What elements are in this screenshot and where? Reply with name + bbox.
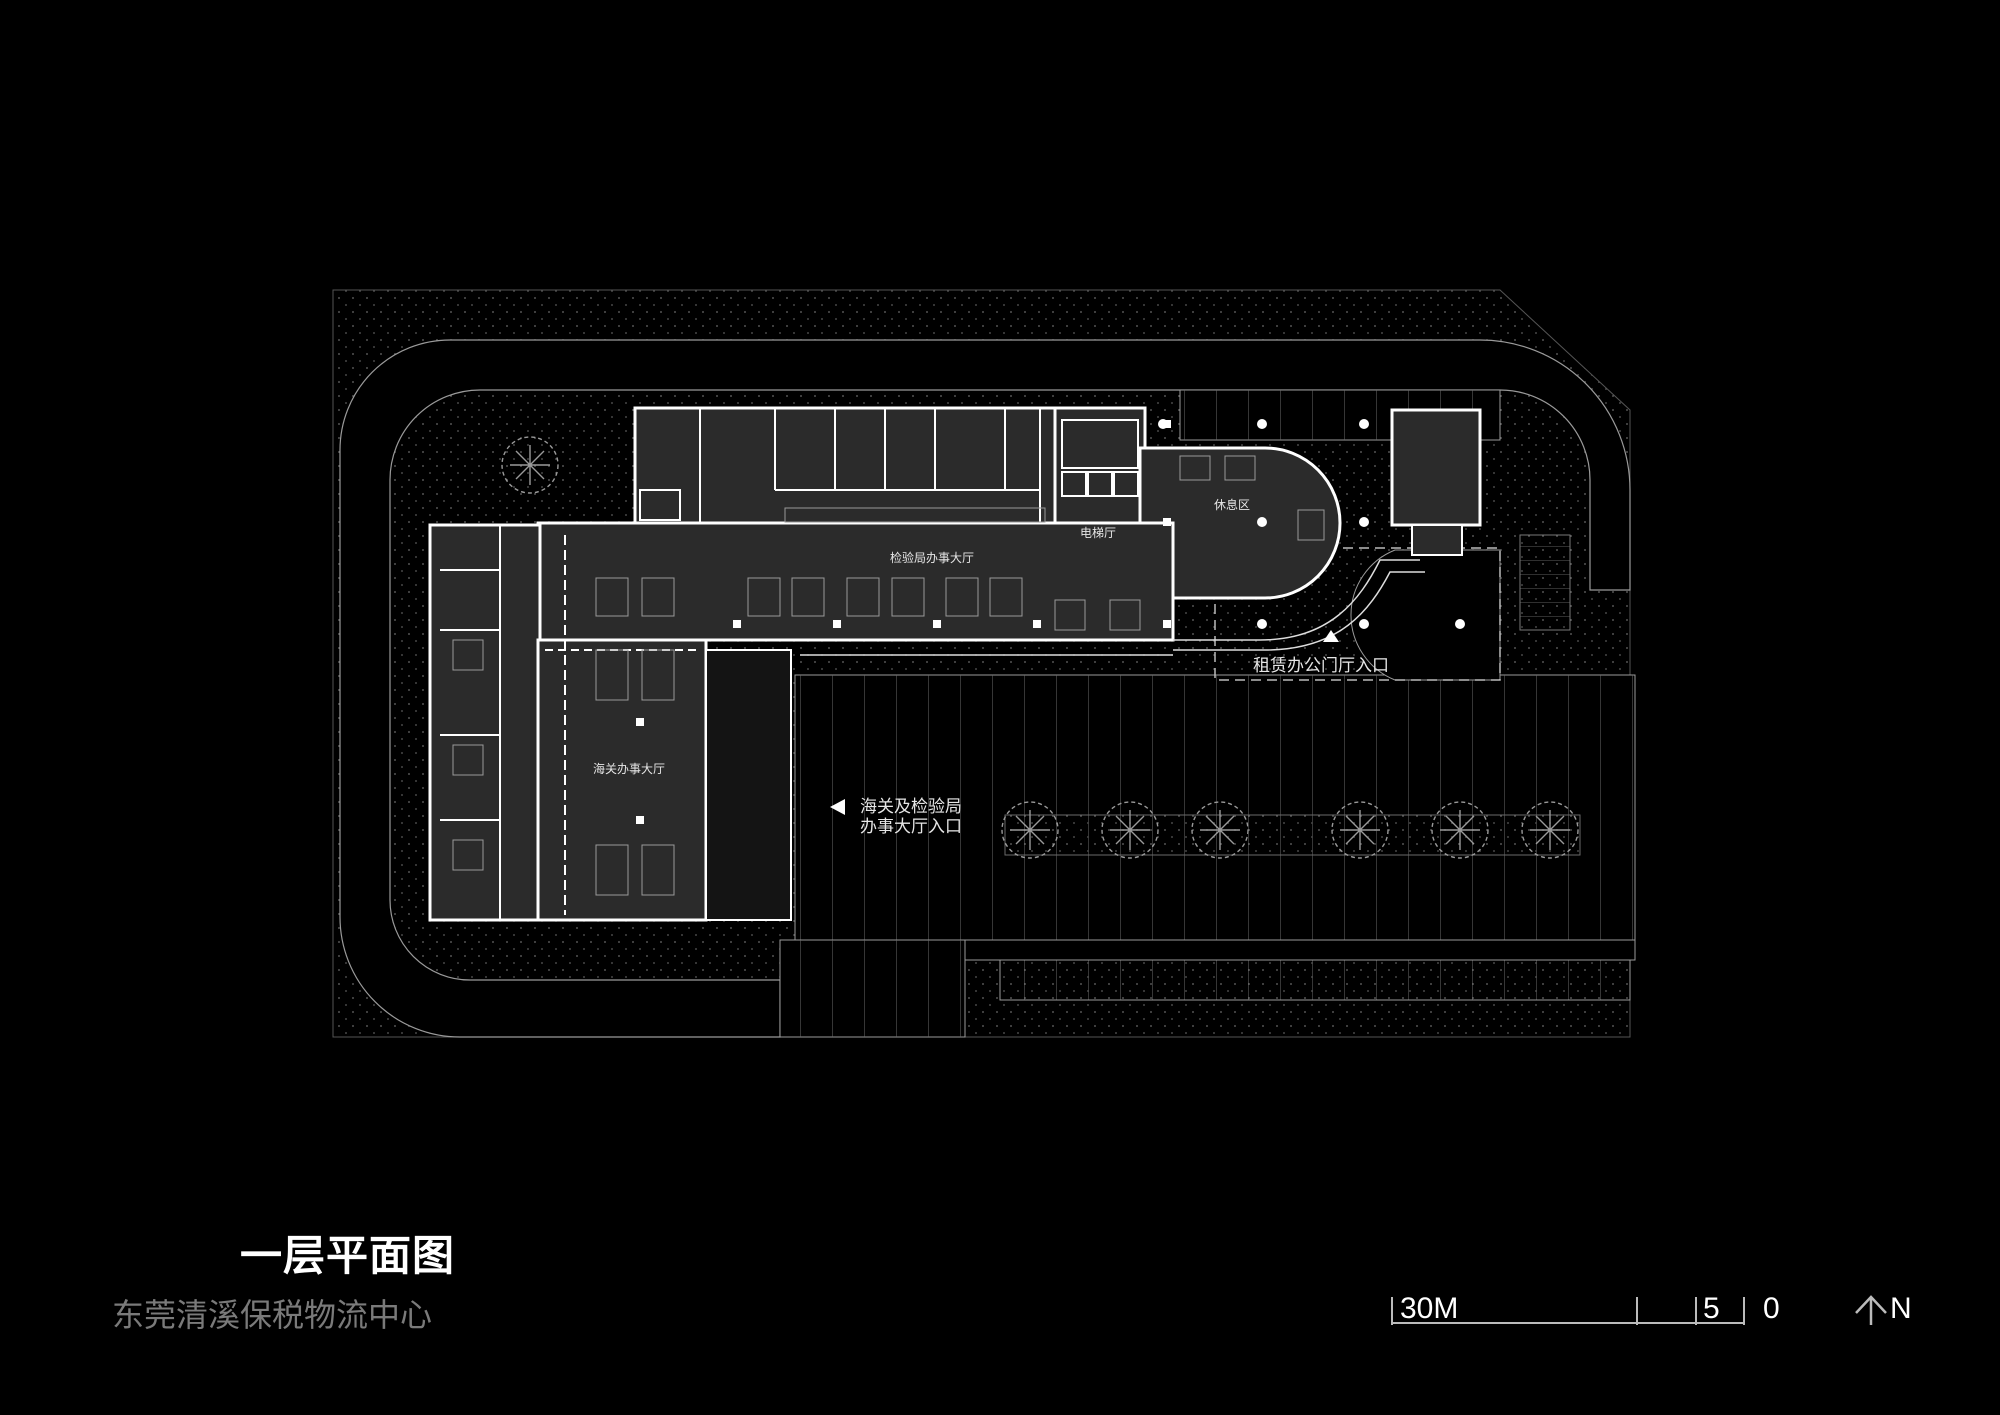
label-elevator-hall: 电梯厅 bbox=[1080, 526, 1116, 540]
label-inspection-hall: 检验局办事大厅 bbox=[890, 550, 974, 565]
main-entrance-arrow-icon bbox=[830, 799, 845, 815]
page-subtitle: 东莞清溪保税物流中心 bbox=[112, 1296, 433, 1334]
label-main-entrance-line2: 办事大厅入口 bbox=[860, 817, 962, 837]
interior-walls bbox=[440, 408, 1174, 920]
north-label: N bbox=[1890, 1292, 1912, 1325]
label-customs-hall: 海关办事大厅 bbox=[593, 761, 665, 776]
structural-columns bbox=[636, 419, 1465, 824]
entrance-arrows bbox=[830, 630, 1339, 815]
north-arrow-icon bbox=[1855, 1295, 1887, 1325]
label-rental-entrance: 租赁办公门厅入口 bbox=[1253, 656, 1389, 676]
furniture-desks bbox=[452, 455, 1325, 896]
parking-area bbox=[779, 389, 1636, 1038]
scale-bar bbox=[1391, 1297, 1745, 1325]
building-footprint bbox=[428, 406, 1482, 922]
rental-entrance-arrow-icon bbox=[1323, 630, 1339, 642]
scale-label-30m: 30M bbox=[1400, 1292, 1459, 1325]
entrance-canopy bbox=[800, 559, 1425, 656]
label-main-entrance-line1: 海关及检验局 bbox=[860, 797, 962, 817]
scale-label-5: 5 bbox=[1703, 1292, 1720, 1325]
tree-icons bbox=[501, 436, 1579, 859]
scale-label-0: 0 bbox=[1763, 1292, 1780, 1325]
page-title: 一层平面图 bbox=[240, 1231, 456, 1280]
label-rest-area: 休息区 bbox=[1214, 497, 1250, 512]
